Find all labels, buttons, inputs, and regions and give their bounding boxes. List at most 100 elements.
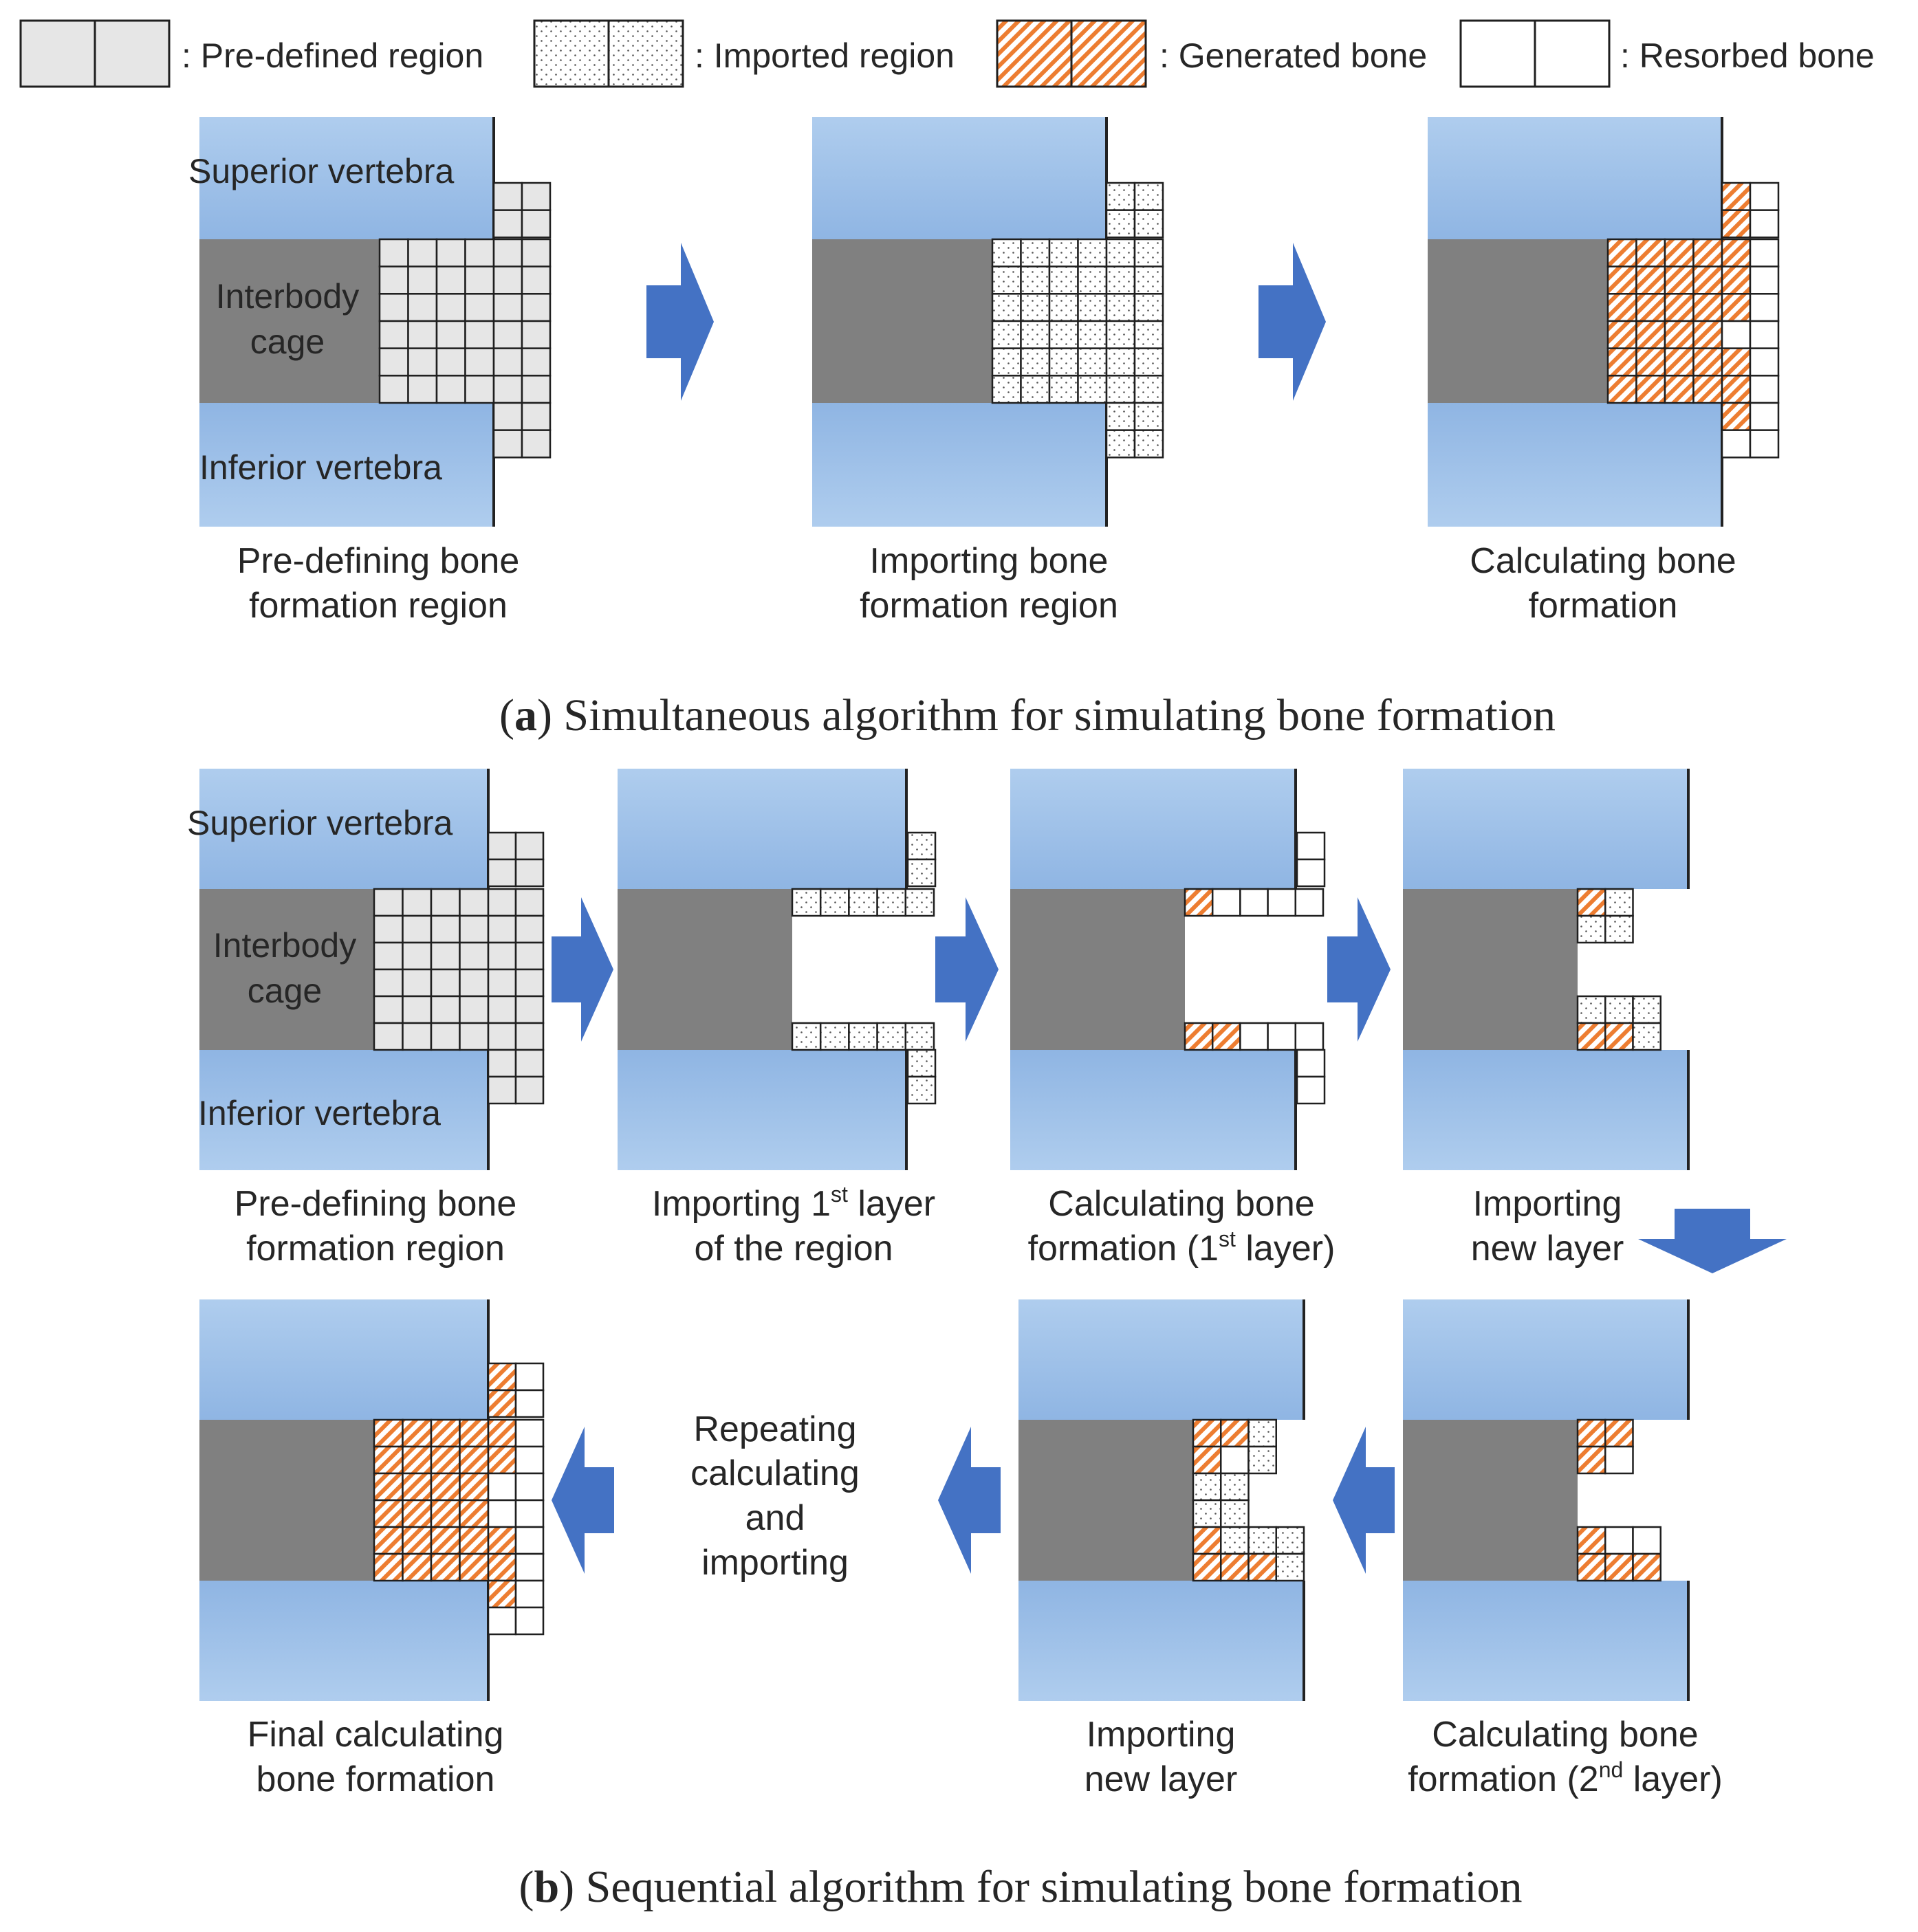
grid-cell	[373, 1418, 404, 1448]
grid-cell	[1576, 1022, 1606, 1051]
grid-cell	[492, 429, 523, 459]
grid-cell	[487, 1526, 517, 1555]
grid-cell	[407, 347, 438, 377]
grid-cell	[906, 831, 937, 861]
grid-cell	[402, 1445, 433, 1475]
interbody-cage	[1018, 1420, 1193, 1581]
grid-cell	[492, 182, 523, 211]
grid-cell	[1721, 347, 1752, 377]
grid-cell	[435, 347, 466, 377]
grid-cell	[373, 1552, 404, 1582]
grid-cell	[373, 1526, 404, 1555]
panel-a-step-2-caption-line2: formation region	[860, 586, 1118, 626]
grid-cell	[407, 265, 438, 295]
grid-cell	[514, 1022, 545, 1051]
grid-cell	[1192, 1526, 1222, 1555]
grid-cell	[848, 888, 878, 917]
inferior-vertebra	[1010, 1050, 1296, 1170]
grid-cell	[487, 1499, 517, 1528]
interbody-cage	[812, 239, 992, 403]
grid-cell	[407, 320, 438, 349]
panel-b-step-1-diagram: Superior vertebra Interbody cage Inferio…	[187, 769, 545, 1170]
grid-cell	[1749, 429, 1780, 459]
grid-cell	[492, 238, 523, 267]
grid-cell	[435, 320, 466, 349]
grid-cell	[904, 888, 935, 917]
grid-cell	[1632, 1526, 1661, 1555]
interbody-cage	[618, 889, 792, 1050]
grid-cell	[459, 995, 490, 1024]
grid-cell	[1692, 347, 1723, 377]
interbody-cage	[1403, 1420, 1578, 1581]
grid-cell	[459, 1418, 490, 1448]
grid-cell	[1606, 238, 1637, 267]
grid-cell	[521, 182, 552, 211]
repeat-line3: and	[745, 1498, 805, 1538]
panel-b-step-2-caption-line1: Importing 1st layer	[652, 1182, 935, 1224]
panel-b-step-3-caption-line1: Calculating bone	[1048, 1184, 1314, 1224]
grid-cell	[1635, 238, 1666, 267]
bone-region-grid	[791, 831, 937, 1105]
grid-cell	[407, 293, 438, 322]
panel-a-step-3-caption-line2: formation	[1529, 586, 1678, 626]
arrow-right	[552, 897, 613, 1042]
legend-item-predefined: : Pre-defined region	[19, 19, 483, 88]
grid-cell	[492, 293, 523, 322]
bone-region-grid	[1576, 888, 1661, 1051]
inferior-vertebra	[1403, 1050, 1688, 1170]
grid-cell	[1604, 1552, 1634, 1582]
grid-cell	[378, 347, 409, 377]
grid-cell	[1077, 293, 1108, 322]
superior-vertebra	[1403, 1299, 1688, 1420]
panel-a-step-3-diagram	[1428, 117, 1780, 527]
grid-cell	[459, 1022, 490, 1051]
grid-cell	[492, 375, 523, 404]
superior-vertebra	[1010, 769, 1296, 889]
grid-cell	[1192, 1445, 1222, 1475]
repeat-line1: Repeating	[693, 1409, 856, 1449]
panel-a-step-3-caption-line1: Calculating bone	[1470, 541, 1736, 581]
grid-cell	[1294, 888, 1325, 917]
grid-cell	[1184, 888, 1214, 917]
grid-cell	[487, 968, 517, 998]
panel-b-step-5-caption-line1: Calculating bone	[1432, 1715, 1698, 1755]
bone-region-grid	[373, 1362, 545, 1636]
grid-cell	[402, 968, 433, 998]
grid-cell	[1133, 347, 1164, 377]
grid-cell	[1105, 347, 1136, 377]
grid-cell	[514, 831, 545, 861]
grid-cell	[459, 1472, 490, 1502]
grid-cell	[1048, 265, 1079, 295]
grid-cell	[1692, 375, 1723, 404]
grid-cell	[514, 1579, 545, 1609]
grid-cell	[1692, 320, 1723, 349]
grid-cell	[373, 888, 404, 917]
arrow-right	[646, 243, 714, 401]
grid-cell	[464, 375, 495, 404]
grid-cell	[514, 1362, 545, 1392]
grid-cell	[1721, 320, 1752, 349]
grid-cell	[378, 265, 409, 295]
grid-cell	[1192, 1418, 1222, 1448]
grid-cell	[1576, 888, 1606, 917]
grid-cell	[487, 888, 517, 917]
label-cage-line1: Interbody	[213, 926, 356, 965]
grid-cell	[1294, 1022, 1325, 1051]
grid-cell	[1247, 1445, 1277, 1475]
grid-cell	[514, 941, 545, 971]
grid-cell	[1133, 238, 1164, 267]
grid-cell	[1721, 429, 1752, 459]
panel-b-step-6-caption-line1: Importing	[1087, 1715, 1236, 1755]
grid-cell	[1721, 182, 1752, 211]
superior-vertebra	[1403, 769, 1688, 889]
grid-cell	[373, 941, 404, 971]
grid-cell	[514, 1418, 545, 1448]
grid-cell	[378, 293, 409, 322]
grid-cell	[1635, 375, 1666, 404]
grid-cell	[407, 238, 438, 267]
grid-cell	[1721, 402, 1752, 431]
grid-cell	[1749, 182, 1780, 211]
inferior-vertebra	[812, 403, 1107, 527]
panel-b: Superior vertebra Interbody cage Inferio…	[187, 769, 1787, 1912]
inferior-vertebra	[618, 1050, 906, 1170]
